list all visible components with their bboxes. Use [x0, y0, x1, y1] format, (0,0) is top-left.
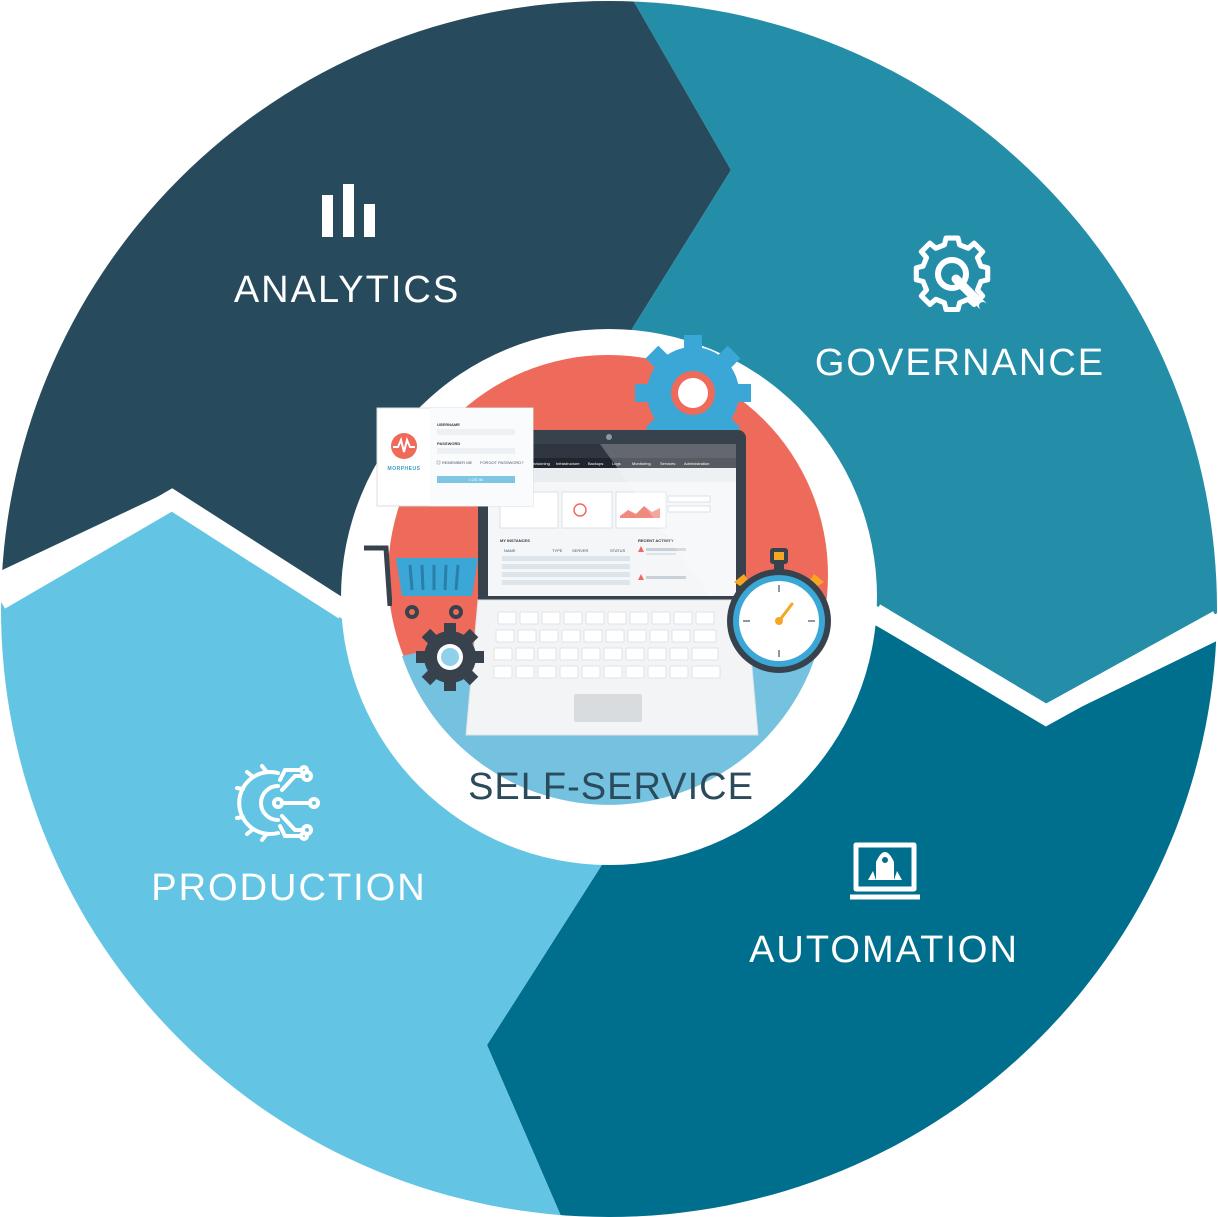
password-input[interactable]	[437, 448, 515, 454]
nav-item: Logs	[612, 461, 621, 466]
instance-rows	[502, 556, 630, 585]
login-window: MORPHEUS USERNAME PASSWORD REMEMBER ME F…	[376, 407, 534, 507]
section-title: MY INSTANCES	[500, 538, 530, 543]
remember-checkbox[interactable]	[436, 460, 441, 465]
morpheus-logo-icon	[391, 433, 417, 459]
username-input[interactable]	[437, 429, 515, 435]
nav-item: Monitoring	[632, 461, 651, 466]
column-header: STATUS	[610, 548, 626, 553]
production-label: PRODUCTION	[151, 867, 426, 909]
forgot-password-link[interactable]: FORGOT PASSWORD?	[480, 460, 524, 465]
username-label: USERNAME	[437, 422, 460, 427]
remember-label: REMEMBER ME	[442, 460, 473, 465]
nav-item: Infrastructure	[556, 461, 580, 466]
column-header: SERVER	[572, 548, 588, 553]
keyboard	[493, 611, 721, 679]
gear-circuit-icon	[235, 764, 320, 842]
seam-right	[869, 604, 1218, 727]
gear-wrench-icon	[913, 235, 991, 313]
column-header: NAME	[504, 548, 516, 553]
nav-item: Provisioning	[528, 461, 550, 466]
column-header: TYPE	[552, 548, 563, 553]
login-button[interactable]	[437, 476, 515, 483]
password-label: PASSWORD	[437, 441, 460, 446]
self-service-label: SELF-SERVICE	[468, 766, 754, 808]
section-title: RECENT ACTIVITY	[638, 538, 674, 543]
stopwatch-icon	[727, 548, 831, 673]
activity-rows	[638, 546, 686, 580]
rocket-laptop-icon	[850, 842, 920, 900]
bar-chart-icon	[322, 184, 375, 237]
seam-left	[0, 488, 350, 619]
analytics-label: ANALYTICS	[234, 269, 460, 311]
automation-label: AUTOMATION	[749, 929, 1019, 971]
nav-item: Backups	[588, 461, 603, 466]
shopping-cart-icon	[364, 545, 478, 619]
dark-gear-icon	[416, 623, 484, 691]
nav-item: Services	[660, 461, 675, 466]
governance-label: GOVERNANCE	[815, 342, 1105, 384]
nav-item: Administration	[684, 461, 709, 466]
login-button-label: LOG IN	[469, 477, 483, 482]
logo-text: MORPHEUS	[388, 466, 421, 472]
touchpad	[574, 694, 642, 722]
